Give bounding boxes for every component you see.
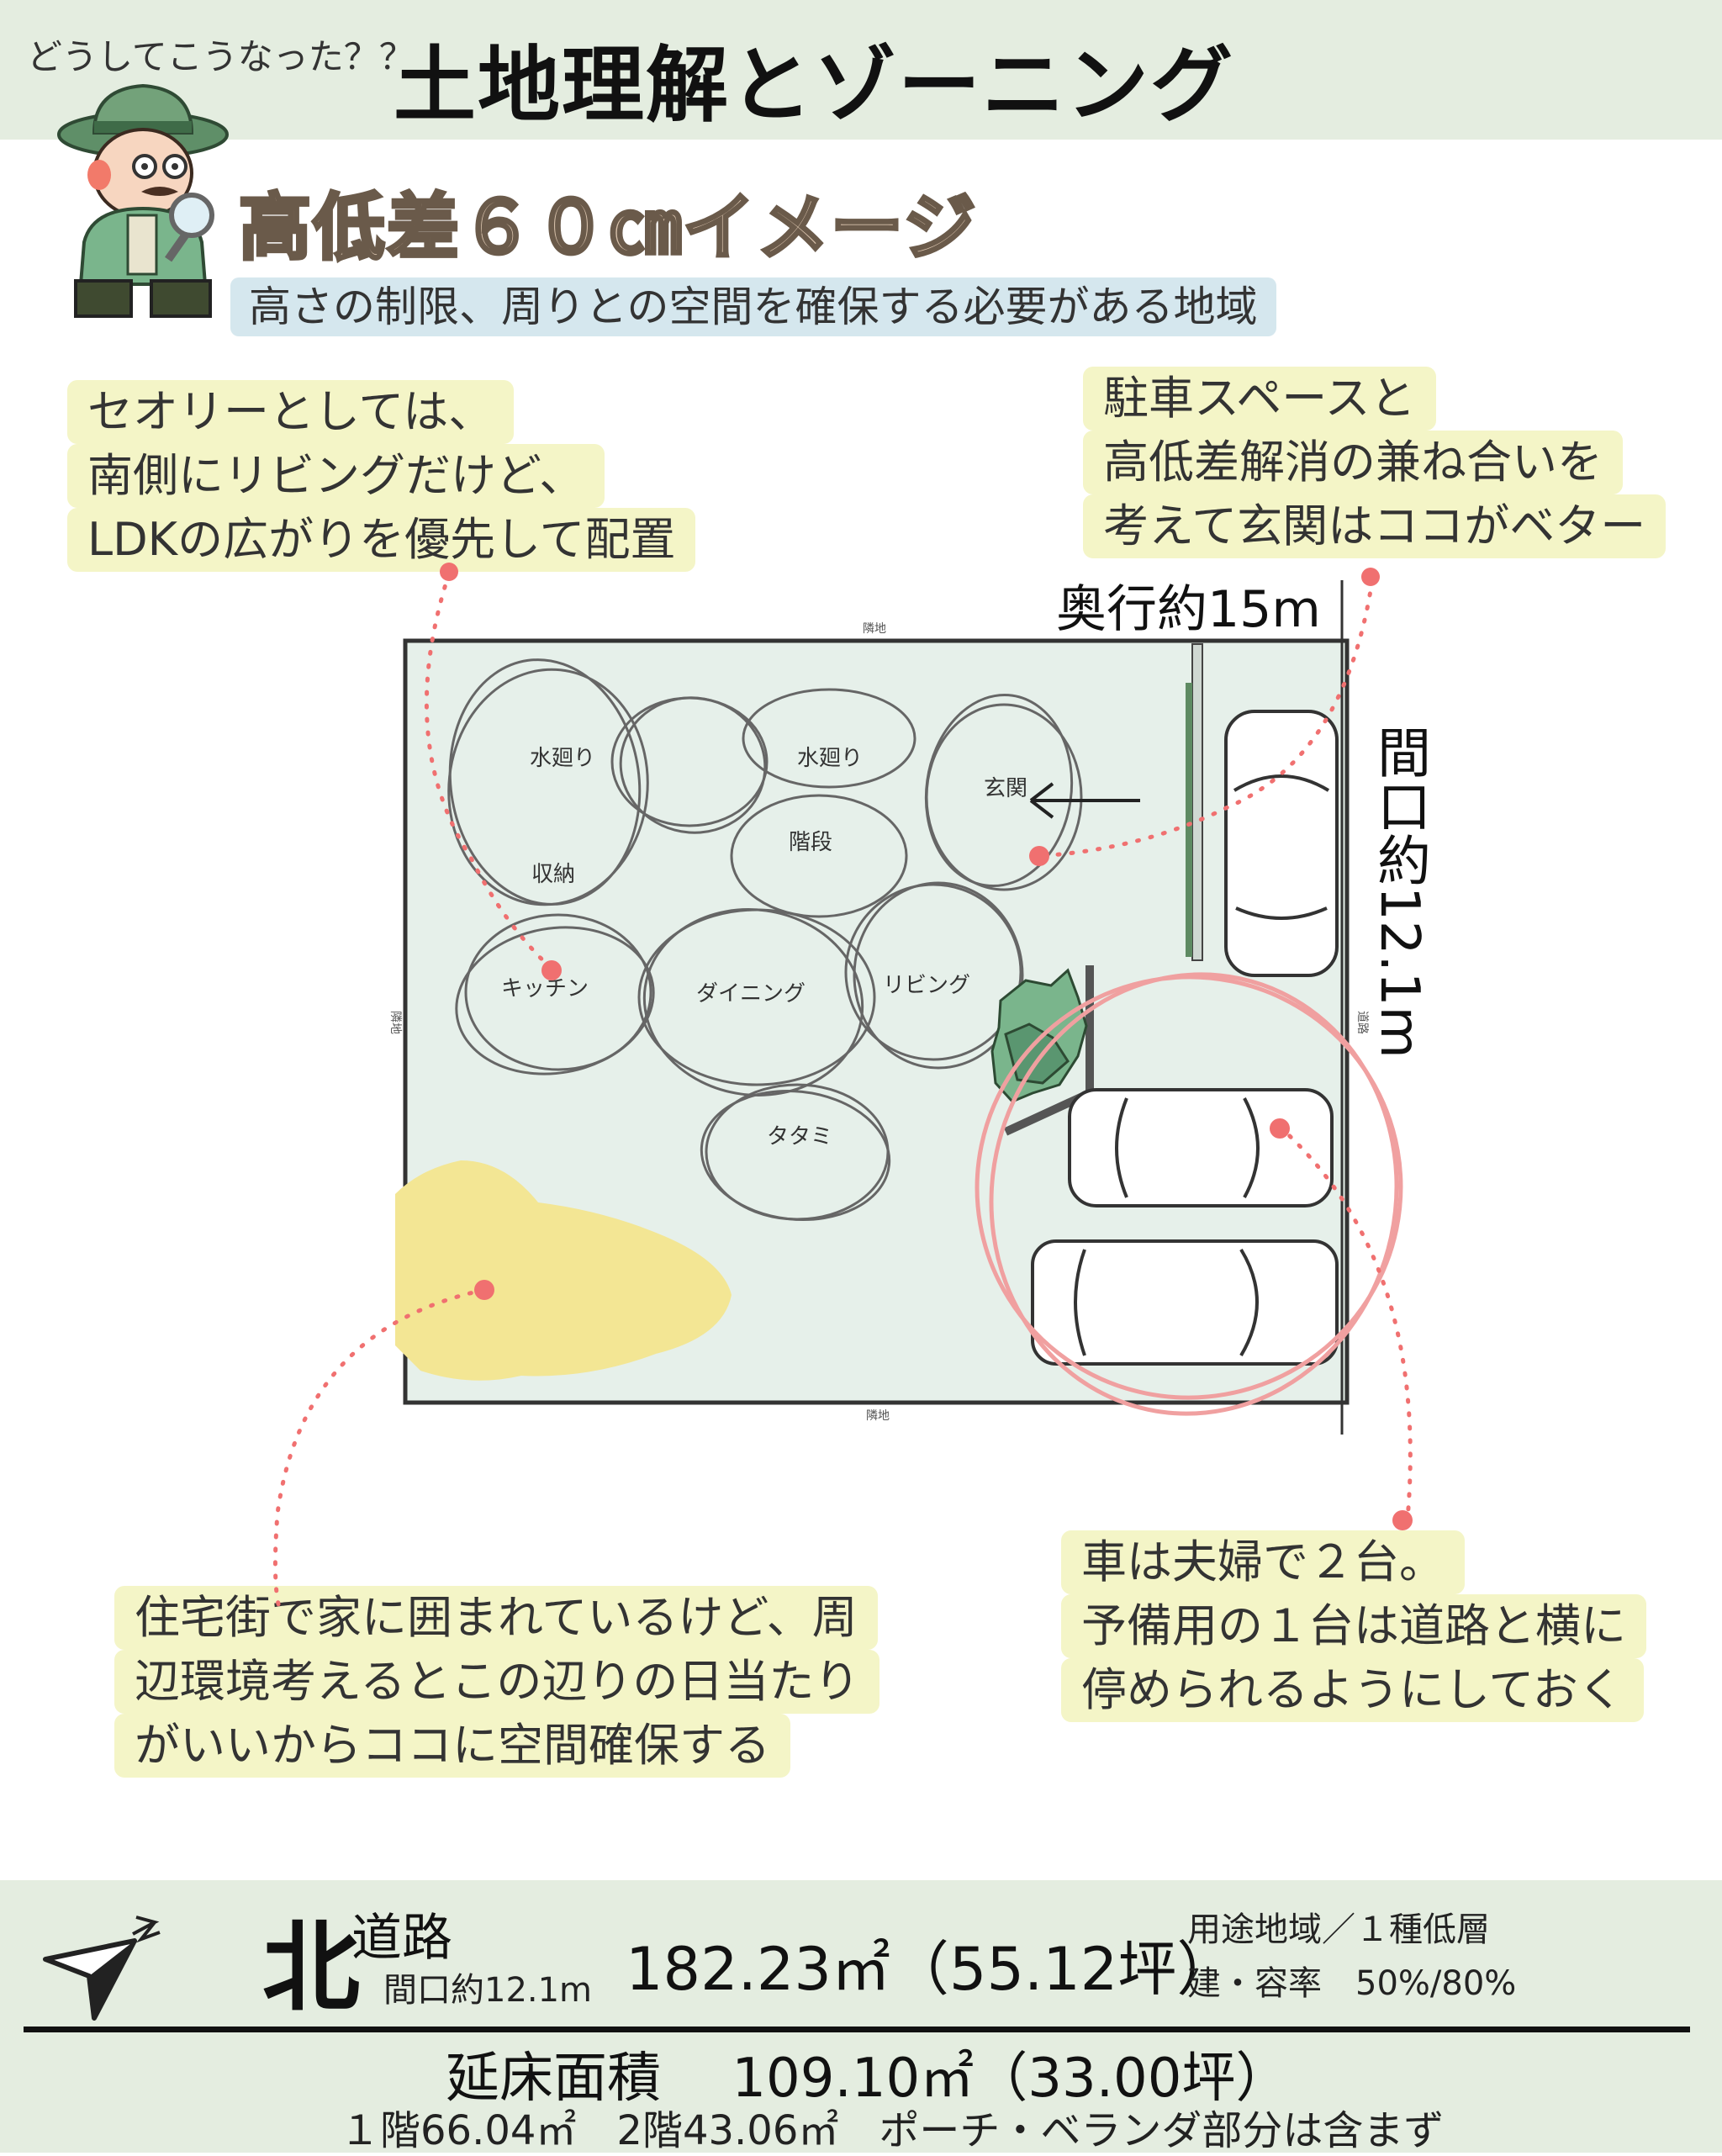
road-label: 道路	[351, 1909, 452, 1968]
sunlight-area	[395, 1160, 732, 1381]
edge-label-left: 隣地	[388, 1011, 402, 1034]
car-vertical	[1224, 710, 1339, 977]
note-cars-line: 停められるようにしておく	[1061, 1658, 1644, 1722]
room-label-stairs: 階段	[789, 830, 832, 855]
note-entrance-line: 考えて玄関はココがベター	[1083, 494, 1667, 558]
room-label-kitchen: キッチン	[501, 976, 589, 1001]
zone-requirement-pill: 高さの制限、周りとの空間を確保する必要がある地域	[230, 277, 1276, 336]
edge-label-bottom: 隣地	[866, 1409, 890, 1423]
floor-area-breakdown: １階66.04㎡ 2階43.06㎡ ポーチ・ベランダ部分は含まず	[340, 2107, 1445, 2154]
north-label: 北	[262, 1911, 360, 2025]
note-cars: 車は夫婦で２台。 予備用の１台は道路と横に 停められるようにしておく	[1061, 1530, 1646, 1722]
note-entrance-line: 高低差解消の兼ね合いを	[1083, 431, 1623, 494]
coverage-ratio: 建・容率 50%/80%	[1187, 1964, 1517, 2003]
header-band	[0, 0, 1722, 140]
note-sunlight-line: 住宅街で家に囲まれているけど、周	[114, 1586, 878, 1650]
hedge	[1186, 683, 1192, 957]
site-plan: 隣地 隣地 隣地 道路 水廻り 水廻り 収納 階段 玄関 キッチン ダイニング …	[272, 563, 1413, 1610]
edge-label-top: 隣地	[863, 622, 886, 636]
note-entrance: 駐車スペースと 高低差解消の兼ね合いを 考えて玄関はココがベター	[1083, 367, 1667, 558]
page-title: 土地理解とゾーニング	[394, 38, 1235, 134]
car-horizontal-1	[1068, 1088, 1334, 1207]
note-sunlight: 住宅街で家に囲まれているけど、周 辺環境考えるとこの辺りの日当たり がいいからコ…	[114, 1586, 880, 1778]
room-label-dining: ダイニング	[696, 981, 806, 1007]
note-markers	[440, 563, 1413, 1530]
room-label-storage: 収納	[531, 862, 575, 887]
note-cars-line: 車は夫婦で２台。	[1061, 1530, 1465, 1594]
detective-illustration	[57, 83, 229, 318]
section-subtitle: 高低差６０㎝イメージ	[237, 184, 978, 272]
room-label-living: リビング	[883, 973, 970, 998]
note-ldk: セオリーとしては、 南側にリビングだけど、 LDKの広がりを優先して配置	[67, 380, 696, 572]
note-entrance-line: 駐車スペースと	[1083, 367, 1436, 431]
zoning-bubbles	[447, 658, 1083, 1221]
leader-lines	[272, 571, 1413, 1610]
frontage-dimension: 間口約12.1m	[1368, 725, 1430, 1059]
room-label-wet-area: 水廻り	[530, 746, 595, 771]
entrance-arrow	[1029, 782, 1140, 819]
note-ldk-line: セオリーとしては、	[67, 380, 515, 444]
note-sunlight-line: がいいからココに空間確保する	[114, 1714, 790, 1778]
footer-frontage: 間口約12.1m	[383, 1971, 593, 2010]
lot-area: 182.23㎡（55.12坪）	[626, 1935, 1236, 2004]
depth-dimension: 奥行約15m	[1056, 580, 1321, 639]
note-ldk-line: LDKの広がりを優先して配置	[67, 508, 696, 572]
note-ldk-line: 南側にリビングだけど、	[67, 444, 605, 508]
room-label-wet-area: 水廻り	[797, 746, 863, 771]
car-horizontal-2	[1031, 1239, 1339, 1366]
north-arrow-icon	[43, 1916, 161, 2021]
edge-label-right: 道路	[1355, 1011, 1369, 1034]
zoning-district: 用途地域／１種低層	[1187, 1910, 1490, 1949]
footer-divider	[24, 2027, 1690, 2032]
note-cars-line: 予備用の１台は道路と横に	[1061, 1594, 1646, 1658]
room-label-entrance: 玄関	[984, 776, 1027, 801]
room-label-tatami: タタミ	[767, 1124, 832, 1149]
footer-band	[0, 1880, 1722, 2153]
parking-highlight	[975, 972, 1403, 1416]
note-sunlight-line: 辺環境考えるとこの辺りの日当たり	[114, 1650, 880, 1714]
total-floor-area: 延床面積 109.10㎡（33.00坪）	[446, 2048, 1290, 2110]
room-labels: 水廻り 水廻り 収納 階段 玄関 キッチン ダイニング リビング タタミ	[501, 746, 1027, 1149]
header-kicker: どうしてこうなった？？	[27, 36, 415, 77]
boundary-fence	[1191, 643, 1203, 961]
